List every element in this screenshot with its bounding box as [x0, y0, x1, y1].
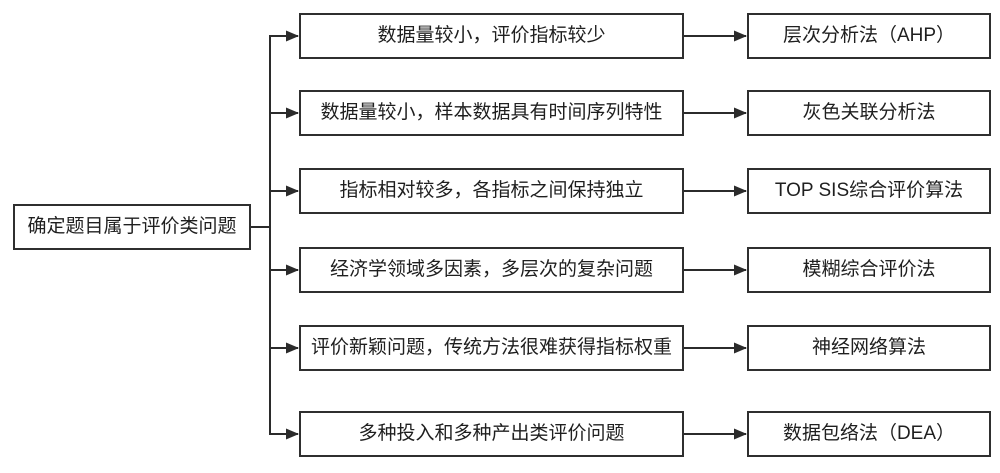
method-node-1: 层次分析法（AHP）	[747, 13, 991, 59]
method-node-6: 数据包络法（DEA）	[747, 411, 991, 457]
condition-node-3: 指标相对较多，各指标之间保持独立	[299, 168, 684, 214]
condition-node-4: 经济学领域多因素，多层次的复杂问题	[299, 247, 684, 293]
condition-node-6: 多种投入和多种产出类评价问题	[299, 411, 684, 457]
method-node-5: 神经网络算法	[747, 325, 991, 371]
condition-node-2: 数据量较小，样本数据具有时间序列特性	[299, 90, 684, 136]
method-node-2: 灰色关联分析法	[747, 90, 991, 136]
method-node-4: 模糊综合评价法	[747, 247, 991, 293]
condition-node-1: 数据量较小，评价指标较少	[299, 13, 684, 59]
condition-node-5: 评价新颖问题，传统方法很难获得指标权重	[299, 325, 684, 371]
root-node: 确定题目属于评价类问题	[13, 204, 251, 250]
method-node-3: TOP SIS综合评价算法	[747, 168, 991, 214]
